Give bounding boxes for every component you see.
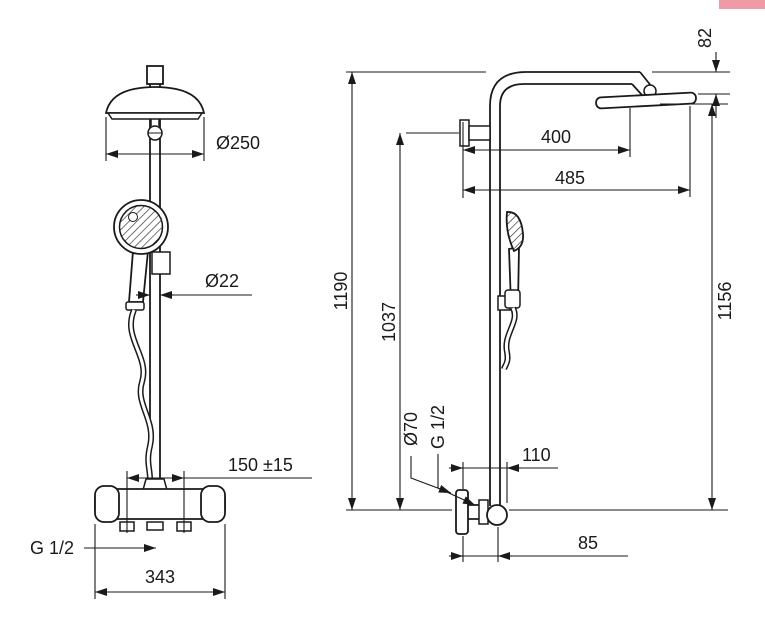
side-shower-head-disk xyxy=(595,91,697,110)
front-mixer-right-handle xyxy=(200,485,226,523)
dim-label-bracket-height: 1037 xyxy=(379,302,399,342)
side-view xyxy=(455,71,697,535)
front-view-dimensions xyxy=(84,117,312,599)
dim-label-head-diameter: Ø250 xyxy=(216,133,260,153)
leader-escutcheon-diameter xyxy=(410,456,452,494)
front-view xyxy=(94,65,226,532)
dim-label-inlet-spacing: 150 ±15 xyxy=(228,455,293,475)
dim-label-total-height: 1190 xyxy=(331,272,351,311)
side-riser-and-arm-inner xyxy=(499,83,632,506)
front-handshower-holder xyxy=(151,251,171,275)
side-hose-core xyxy=(502,307,517,370)
side-handshower-head-hatch xyxy=(506,211,524,251)
front-handshower-handle xyxy=(128,250,149,303)
front-view-labels: Ø250 Ø22 150 ±15 G 1/2 343 xyxy=(30,133,293,587)
front-handshower-button xyxy=(128,212,138,222)
dim-label-outlet-thread: G 1/2 xyxy=(428,405,448,449)
front-hose-core xyxy=(129,309,153,480)
front-shower-head-rim xyxy=(106,112,204,120)
side-wall-flange xyxy=(459,119,470,147)
front-handshower-face-hatch xyxy=(119,205,163,249)
dim-label-head-center: 400 xyxy=(541,127,571,147)
screen-corner-artifact xyxy=(719,0,765,9)
front-mixer-left-handle xyxy=(94,485,120,523)
dim-label-outlet-offset: 85 xyxy=(578,533,598,553)
side-outlet-ball xyxy=(486,504,508,526)
front-riser-pipe xyxy=(149,84,161,479)
dim-label-escutcheon-diameter: Ø70 xyxy=(401,412,421,446)
side-view-labels: 82 400 485 1190 1037 1156 Ø70 G 1/2 110 … xyxy=(331,28,735,553)
front-center-outlet xyxy=(146,521,164,531)
side-riser-and-arm-outer xyxy=(489,71,640,506)
front-hose-crimp xyxy=(125,301,145,311)
dim-label-wall-to-outlet: 110 xyxy=(522,445,551,465)
dim-label-body-width: 343 xyxy=(145,567,175,587)
front-pipe-top-cap xyxy=(146,65,164,85)
dim-label-head-height: 1156 xyxy=(715,282,735,321)
side-view-dimensions xyxy=(346,52,730,562)
dim-label-riser-diameter: Ø22 xyxy=(205,271,239,291)
leader-outlet-thread xyxy=(437,454,476,506)
dim-label-head-edge: 485 xyxy=(555,168,585,188)
dim-label-head-drop: 82 xyxy=(695,28,715,48)
side-holder-clamp xyxy=(504,289,521,309)
dim-label-supply-thread: G 1/2 xyxy=(30,538,74,558)
side-wall-bracket xyxy=(468,125,491,141)
ext-lines-body-width xyxy=(94,524,226,599)
front-head-neck xyxy=(150,119,160,126)
front-shower-head-dome xyxy=(104,86,206,114)
